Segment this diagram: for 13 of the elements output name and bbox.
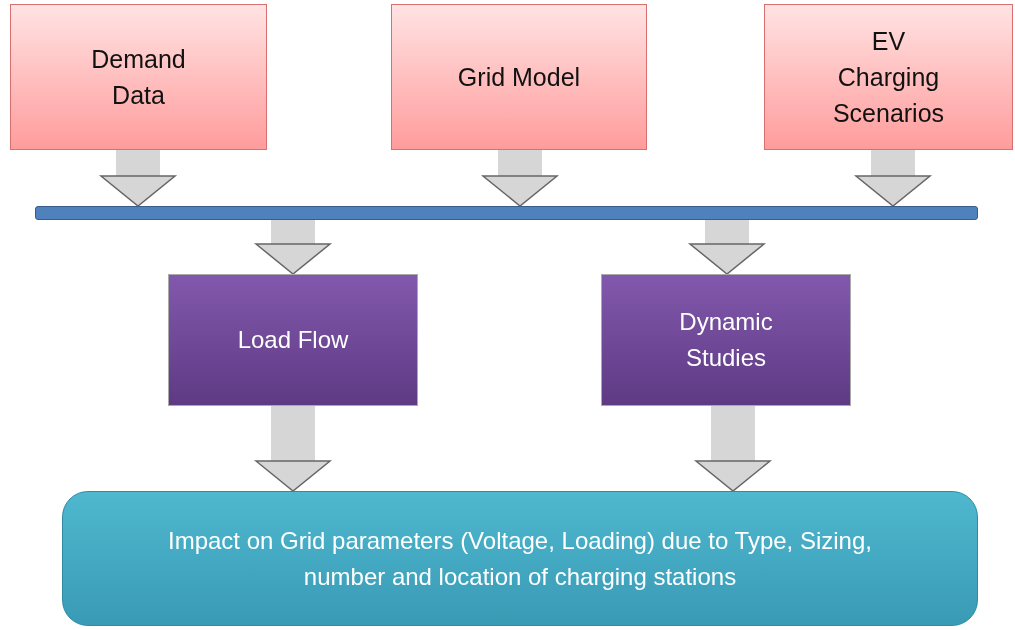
input-box — [764, 4, 1013, 150]
node-label: Load Flow — [237, 325, 349, 355]
process-box — [601, 274, 851, 406]
input-box — [10, 4, 267, 150]
bus-bar — [35, 206, 978, 220]
node-label: Impact on Grid parameters (Voltage, Loading) due to Type, Sizing, number and location of charging stations — [167, 525, 873, 592]
node-label: Demand Data — [90, 43, 187, 111]
node-label: EV Charging Scenarios — [831, 25, 946, 130]
input-box — [391, 4, 647, 150]
result-box — [62, 491, 978, 626]
node-label: Dynamic Studies — [678, 307, 774, 373]
process-box — [168, 274, 418, 406]
node-label: Grid Model — [457, 61, 581, 93]
